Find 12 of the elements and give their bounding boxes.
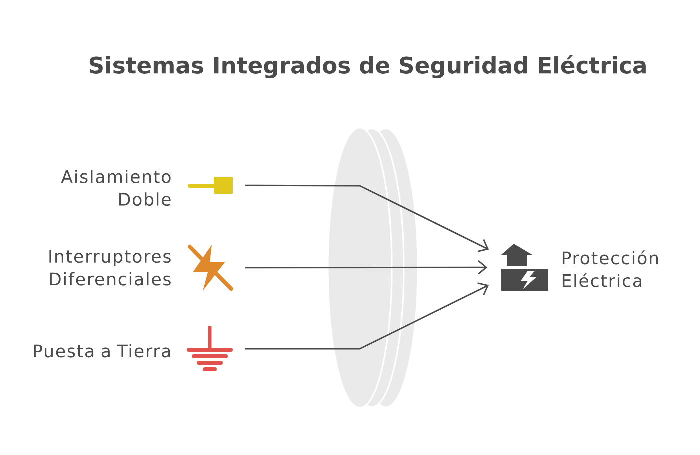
house-lightning-icon bbox=[502, 244, 548, 291]
connector-icon bbox=[188, 177, 233, 194]
arrow bbox=[245, 260, 488, 275]
item-label: Interruptores Diferenciales bbox=[50, 250, 171, 286]
crossed-lightning-icon bbox=[188, 245, 234, 291]
item-label: Aislamiento Doble bbox=[61, 170, 171, 206]
item-label: Protección Eléctrica bbox=[562, 250, 658, 288]
ground-icon bbox=[187, 326, 233, 372]
arrow bbox=[245, 282, 490, 350]
arrow bbox=[245, 184, 490, 252]
item-label: Puesta a Tierra bbox=[34, 344, 170, 358]
title: Sistemas Integrados de Seguridad Eléctrica bbox=[90, 56, 646, 79]
